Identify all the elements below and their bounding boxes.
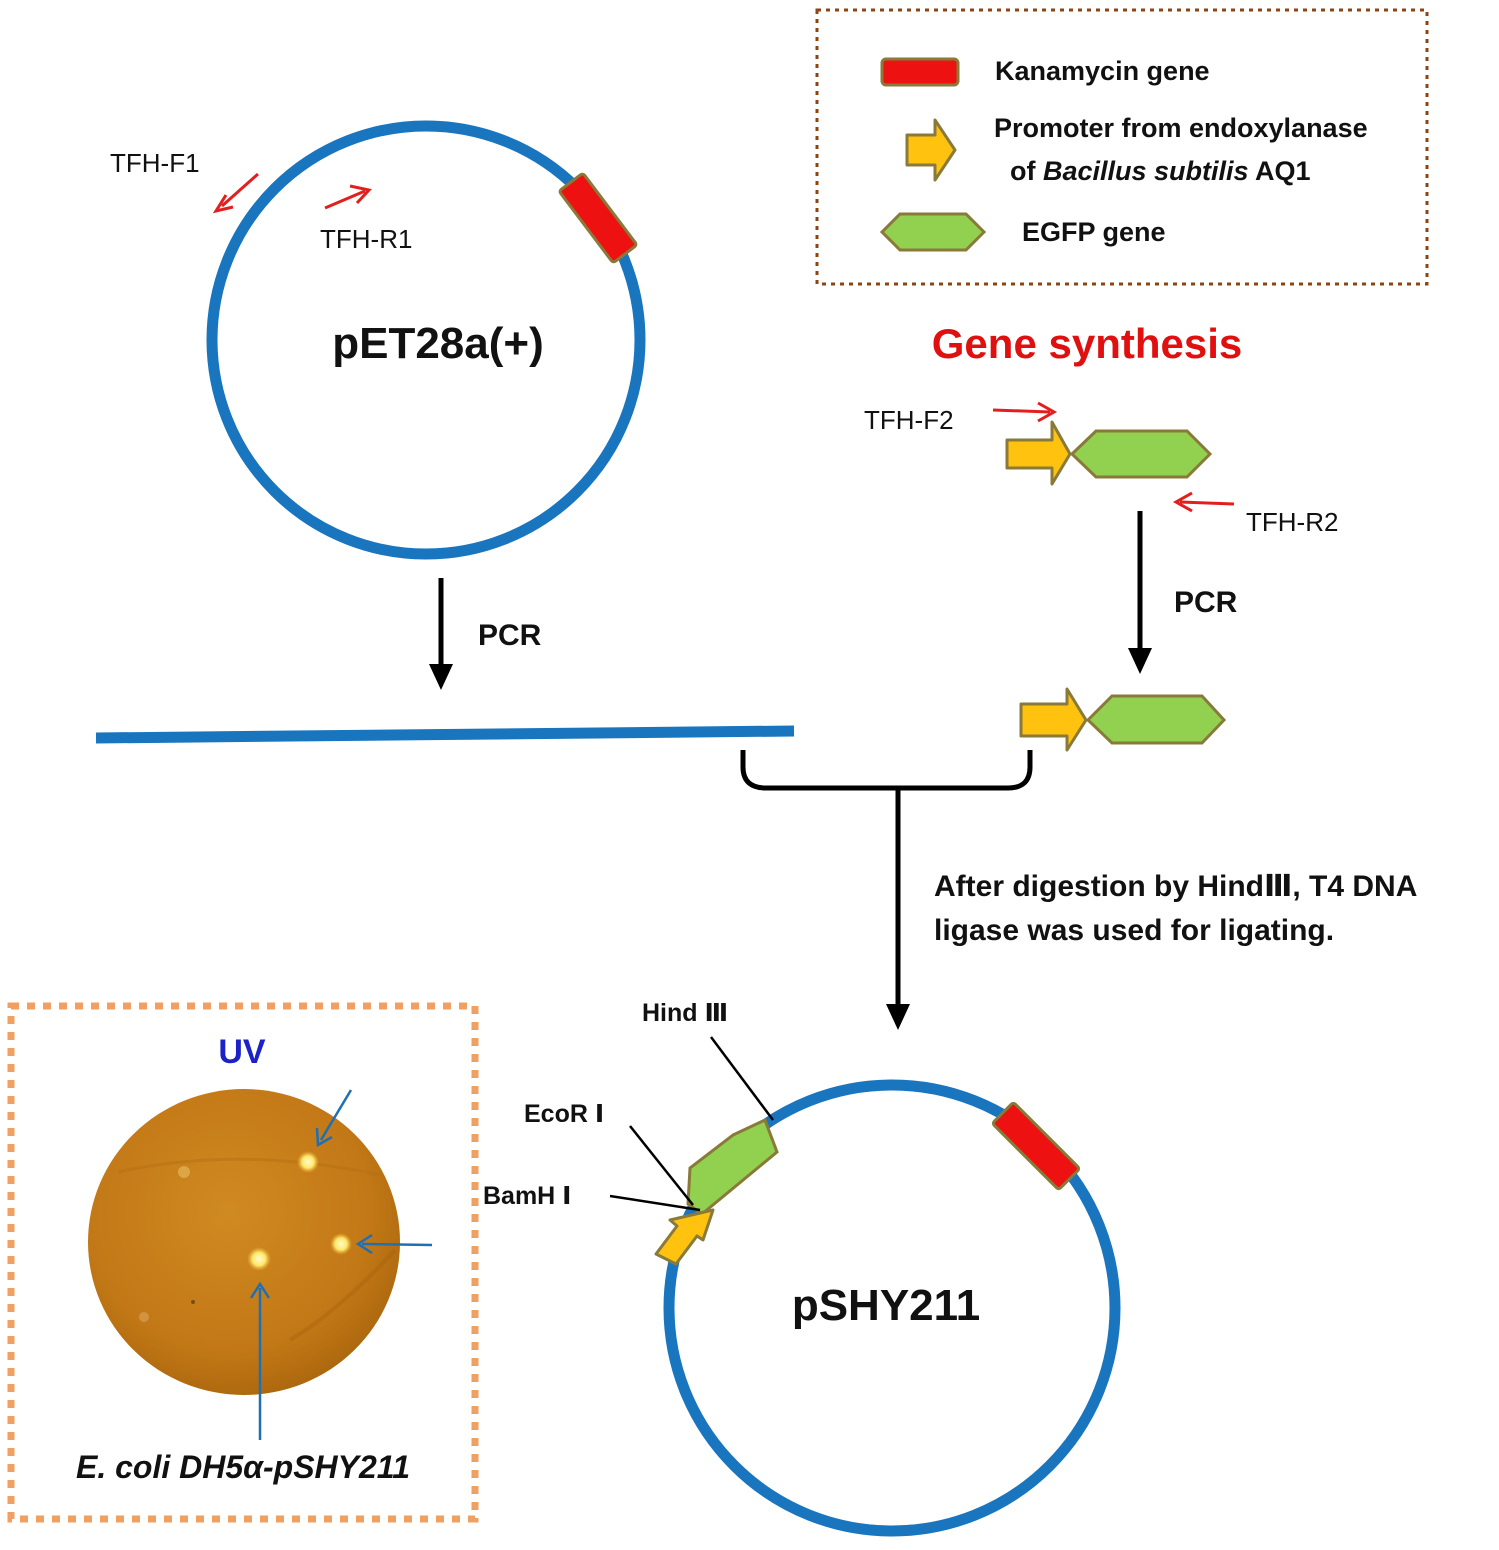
uv-title: UV [218,1033,266,1071]
pcr-left-arrow [429,578,453,690]
legend-egfp-label: EGFP gene [1022,217,1166,247]
kanamycin-gene-top [558,172,638,264]
primer-tfh-f1-label: TFH-F1 [110,148,200,178]
legend-kanamycin-label: Kanamycin gene [995,56,1210,86]
egfp-legend-icon [879,212,987,252]
pcr-right-label: PCR [1174,586,1238,619]
fluorescent-colony [247,1247,271,1271]
plasmid-pshy211-ring [663,1079,1121,1537]
uv-panel: UV E. coli DH5α-pSHY211 [7,1002,479,1523]
fluorescent-colony [297,1151,319,1173]
promoter-gene-pcr [1019,687,1088,752]
promoter-gene-bottom [654,1208,715,1266]
legend-border [815,8,1429,286]
primer-tfh-r1-arrow [324,184,372,210]
promoter-legend-icon [905,118,957,182]
colony-pointer-arrow [249,1281,271,1440]
legend-promoter-label-line1: Promoter from endoxylanase [994,113,1368,143]
synthesized-cassette [1005,420,1213,486]
ligation-arrow [886,788,910,1030]
kanamycin-gene-bottom [991,1101,1081,1191]
site-hind-iii-label: Hind Ⅲ [642,999,728,1027]
pcr-right-arrow [1128,511,1152,674]
fluorescent-colony [330,1233,352,1255]
legend-promoter-species: Bacillus subtilis [1043,156,1249,186]
ligation-bracket [740,750,1033,791]
uv-strain-prefix: E. coli DH5 [76,1449,244,1485]
primer-tfh-f2-arrow [992,401,1058,423]
uv-panel-border [7,1002,479,1523]
colony-pointer-arrow [355,1233,433,1255]
legend: Kanamycin gene Promoter from endoxylanas… [815,8,1429,286]
petri-plate-image [88,1089,400,1395]
plasmid-pshy211: pSHY211 [654,1079,1121,1537]
legend-promoter-label-line2: of Bacillus subtilis AQ1 [1010,156,1311,186]
ligation-text-line1: After digestion by HindⅢ, T4 DNA [934,870,1417,903]
egfp-gene-pcr [1085,694,1227,745]
linearized-vector [95,725,795,744]
plasmid-pshy211-name: pSHY211 [792,1281,980,1330]
site-ecor-i-pointer [629,1125,694,1206]
site-hind-iii-pointer [709,1036,775,1121]
site-bamh-i-label: BamH Ⅰ [483,1182,572,1210]
colony-pointer-arrow [315,1089,353,1148]
gene-synthesis-title: Gene synthesis [932,320,1242,367]
plasmid-pet28a: pET28a(+) [206,120,646,560]
site-bamh-i-pointer [609,1194,701,1212]
legend-promoter-suffix: AQ1 [1249,156,1311,186]
plasmid-pet28a-name: pET28a(+) [332,319,544,368]
primer-tfh-f1-arrow [212,172,259,214]
primer-tfh-r2-arrow [1172,491,1235,513]
primer-tfh-r1-label: TFH-R1 [320,224,412,254]
ligation-text-line2: ligase was used for ligating. [934,914,1334,947]
site-ecor-i-label: EcoR Ⅰ [524,1100,604,1128]
uv-strain-label: E. coli DH5α-pSHY211 [76,1449,410,1485]
kanamycin-legend-icon [880,57,960,87]
primer-tfh-f2-label: TFH-F2 [864,405,954,435]
plasmid-pet28a-ring [206,120,646,560]
egfp-gene-bottom [686,1117,779,1216]
primer-tfh-r2-label: TFH-R2 [1246,507,1338,537]
egfp-gene-synth [1069,429,1213,479]
promoter-gene-synth [1005,420,1072,486]
legend-promoter-prefix: of [1010,156,1043,186]
pcr-left-label: PCR [478,619,542,652]
uv-strain-suffix: α-pSHY211 [243,1449,410,1485]
amplified-cassette [1019,687,1227,752]
